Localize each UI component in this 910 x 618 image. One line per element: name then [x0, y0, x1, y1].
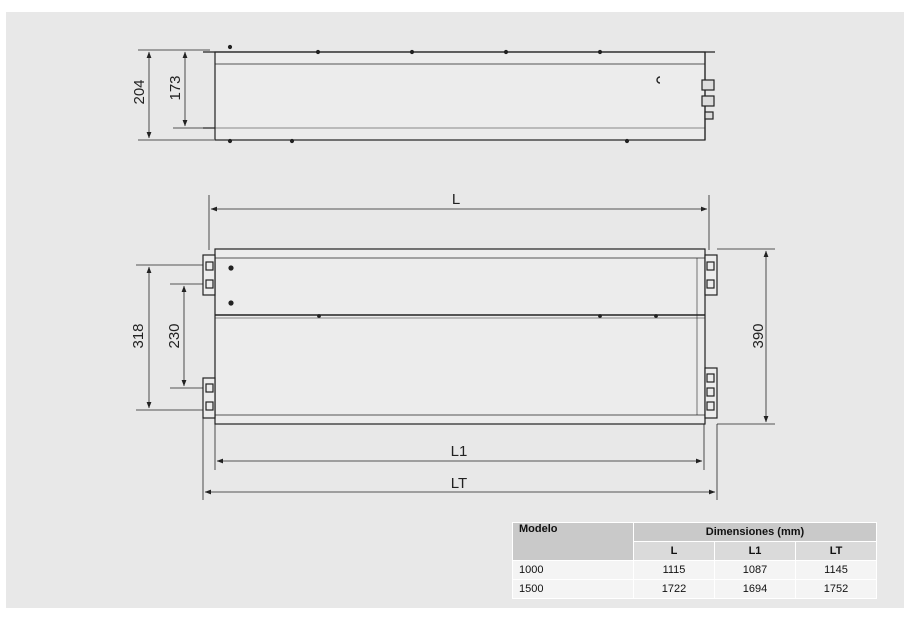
hanging-bracket-top-left [202, 254, 216, 296]
table-cell-LT: 1752 [795, 579, 877, 599]
front-view-dimensions [138, 49, 214, 141]
hanging-bracket-top-right [704, 254, 718, 296]
dimensions-table: Modelo Dimensiones (mm) L L1 LT 1000 111… [512, 522, 877, 599]
table-cell-L1: 1694 [714, 579, 796, 599]
table-cell-L: 1115 [633, 560, 715, 580]
table-header-L: L [633, 541, 715, 561]
top-view-dimensions [136, 195, 775, 500]
table-row: 1000 1115 1087 1145 [512, 560, 877, 580]
dimension-L-label: L [452, 191, 460, 208]
table-header-dimensions: Dimensiones (mm) [633, 522, 877, 542]
table-header-LT: LT [795, 541, 877, 561]
table-cell-model: 1000 [512, 560, 634, 580]
table-cell-LT: 1145 [795, 560, 877, 580]
top-view [202, 248, 718, 425]
table-header-model: Modelo [512, 522, 634, 561]
table-row: 1500 1722 1694 1752 [512, 579, 877, 599]
hanging-bracket-bottom-right [704, 367, 718, 419]
pipe-connectors [701, 79, 715, 120]
table-cell-model: 1500 [512, 579, 634, 599]
dimension-LT-label: LT [451, 475, 467, 492]
front-view [203, 44, 715, 144]
dimension-204-label: 204 [131, 79, 148, 104]
hanging-bracket-bottom-left [202, 377, 216, 419]
drain-symbol [656, 76, 661, 84]
dimension-230-label: 230 [166, 323, 183, 348]
table-cell-L1: 1087 [714, 560, 796, 580]
table-cell-L: 1722 [633, 579, 715, 599]
top-view-body [214, 248, 706, 425]
front-view-body [214, 51, 706, 141]
dimension-318-label: 318 [130, 323, 147, 348]
dimension-390-label: 390 [750, 323, 767, 348]
dimension-173-label: 173 [167, 75, 184, 100]
table-header-L1: L1 [714, 541, 796, 561]
dimension-L1-label: L1 [451, 443, 468, 460]
